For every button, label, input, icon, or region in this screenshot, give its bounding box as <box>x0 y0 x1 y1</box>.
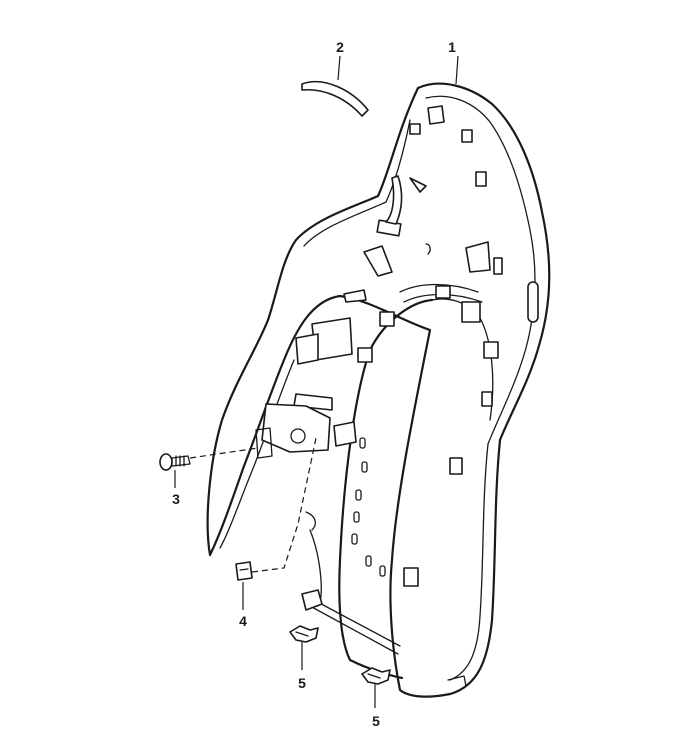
leader-2 <box>337 55 341 81</box>
backrest-shell <box>206 82 551 698</box>
callout-1: 1 <box>448 39 456 55</box>
leader-1 <box>455 55 459 85</box>
fastener-clip-b <box>361 667 391 685</box>
screw <box>159 447 259 471</box>
callout-5b: 5 <box>372 713 380 729</box>
clip <box>235 437 317 581</box>
trim-strip <box>301 80 369 117</box>
callout-2: 2 <box>336 39 344 55</box>
callout-3: 3 <box>172 491 180 507</box>
callout-5a: 5 <box>298 675 306 691</box>
callout-4: 4 <box>239 613 247 629</box>
fastener-clip-a <box>289 625 319 643</box>
